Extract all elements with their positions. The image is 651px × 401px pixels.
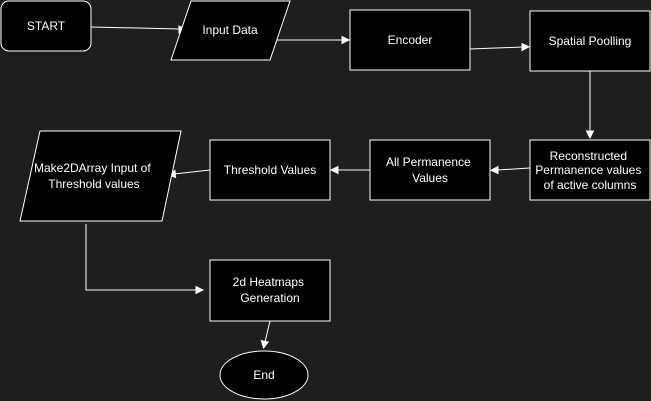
make2darray-parallelogram [19,130,182,222]
make2darray-label-line-2: Threshold values [48,177,139,191]
node-all-permanence: All Permanence Values [369,139,491,201]
edge-reconstructed-to-all-permanence [489,165,531,175]
edge-make2darray-to-heatmaps [85,224,205,295]
edge-heatmaps-to-end [260,320,271,350]
edge-threshold-to-make2darray [166,169,211,179]
node-heatmaps: 2d Heatmaps Generation [209,259,331,322]
reconstructed-box [529,139,651,201]
threshold-values-box [209,139,331,201]
edge-input-data-to-encoder [270,35,351,45]
node-start: START [0,0,92,52]
all-permanence-label: All Permanence Values [386,155,474,185]
start-terminal-shape [0,0,92,52]
edge-start-to-input-data [90,25,188,34]
spatial-pooling-box [529,10,651,72]
make2darray-label: Make2DArray Input of Threshold values [34,161,154,191]
heatmaps-box [209,259,331,322]
all-permanence-box [369,139,491,201]
all-permanence-label-line-1: All Permanence [386,155,471,169]
reconstructed-label-line-2: Permanence values [535,163,641,177]
node-make2darray: Make2DArray Input of Threshold values [19,130,182,222]
end-terminal-shape [219,350,309,400]
node-input-data: Input Data [170,0,291,61]
node-end: End [219,350,309,400]
input-data-label: Input Data [202,23,258,37]
all-permanence-label-line-2: Values [412,171,448,185]
reconstructed-label-line-1: Reconstructed [550,149,627,163]
edges [85,25,595,350]
spatial-pooling-label: Spatial Poolling [549,34,632,48]
edge-spatial-pooling-to-reconstructed [585,71,595,140]
edge-encoder-to-spatial-pooling [469,42,531,52]
encoder-label: Encoder [388,33,433,47]
edge-all-permanence-to-threshold [329,165,370,175]
node-reconstructed: Reconstructed Permanence values of activ… [529,139,651,201]
start-label: START [27,19,66,33]
threshold-values-label: Threshold Values [224,163,317,177]
make2darray-label-line-1: Make2DArray Input of [34,161,151,175]
end-label: End [253,368,274,382]
input-data-parallelogram [170,0,291,61]
reconstructed-label: Reconstructed Permanence values of activ… [535,149,644,192]
reconstructed-label-line-3: of active columns [544,178,637,192]
heatmaps-label-line-2: Generation [240,291,299,305]
encoder-box [349,9,471,71]
node-spatial-pooling: Spatial Poolling [529,10,651,72]
heatmaps-label-line-1: 2d Heatmaps [233,275,304,289]
heatmaps-label: 2d Heatmaps Generation [233,275,308,305]
node-threshold-values: Threshold Values [209,139,331,201]
node-encoder: Encoder [349,9,471,71]
